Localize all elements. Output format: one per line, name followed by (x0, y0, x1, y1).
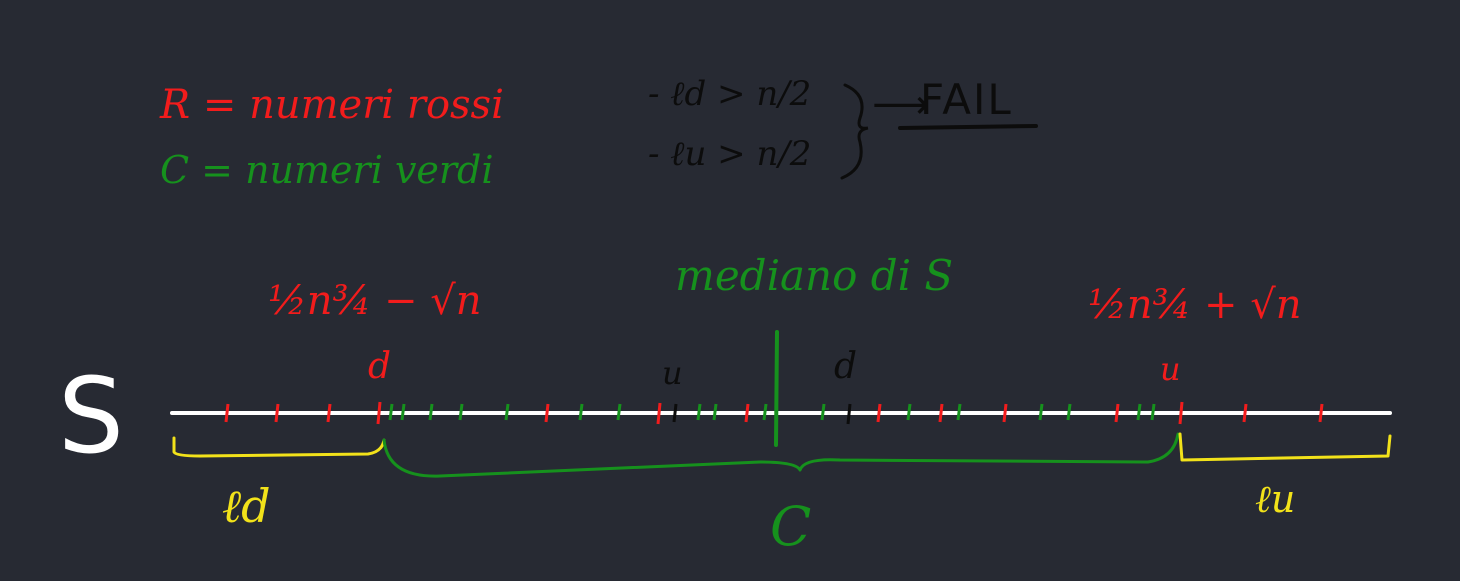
tick (712, 403, 718, 421)
tick (938, 403, 944, 423)
tick (820, 403, 826, 421)
tick (224, 403, 230, 423)
tick (956, 403, 962, 421)
lu-bracket (1178, 432, 1392, 462)
tick (1066, 403, 1072, 421)
conditions-brace (840, 83, 869, 180)
c-label: C (770, 495, 811, 558)
condition-lu: - ℓu > n/2 (648, 134, 811, 174)
tick (696, 403, 702, 421)
marker-u-red: u (1160, 350, 1181, 388)
tick (428, 403, 434, 421)
median-line (774, 330, 779, 447)
tick (672, 403, 678, 423)
number-line-ticks (224, 401, 1324, 425)
tick (274, 403, 280, 423)
tick (1002, 403, 1008, 423)
tick (458, 403, 464, 421)
median-label: mediano di S (675, 251, 953, 300)
tick (504, 403, 510, 421)
ld-bracket (172, 436, 386, 458)
ld-label: ℓd (222, 479, 271, 533)
tick (1318, 403, 1324, 423)
tick (326, 403, 332, 423)
marker-d-red: d (368, 346, 391, 387)
fail-underline (898, 124, 1038, 130)
legend-red-line: R = numeri rossi (159, 82, 504, 128)
right-bound-formula: ½n¾ + √n (1088, 282, 1302, 328)
marker-d-black: d (834, 346, 857, 387)
fail-label: FAIL (920, 75, 1013, 124)
tick (846, 403, 852, 425)
left-bound-formula: ½n¾ − √n (268, 278, 482, 324)
tick (1038, 403, 1044, 421)
tick (1150, 403, 1156, 421)
tick (616, 403, 622, 421)
set-label: S (58, 355, 124, 477)
condition-ld: - ℓd > n/2 (648, 74, 811, 114)
tick (1178, 401, 1184, 425)
tick (400, 403, 406, 421)
fail-arrow: ⟶ (872, 82, 929, 128)
tick (388, 403, 394, 421)
marker-u-black: u (662, 354, 683, 392)
tick (1136, 403, 1142, 421)
tick (744, 403, 750, 423)
tick (544, 403, 550, 423)
tick (762, 403, 768, 421)
legend-green-line: C = numeri verdi (160, 148, 494, 192)
tick (906, 403, 912, 421)
tick (578, 403, 584, 421)
tick (876, 403, 882, 423)
tick (656, 402, 662, 425)
lu-label: ℓu (1255, 477, 1295, 521)
tick (1114, 403, 1120, 423)
tick (1242, 403, 1248, 423)
c-brace (382, 432, 1180, 478)
tick (376, 401, 382, 425)
